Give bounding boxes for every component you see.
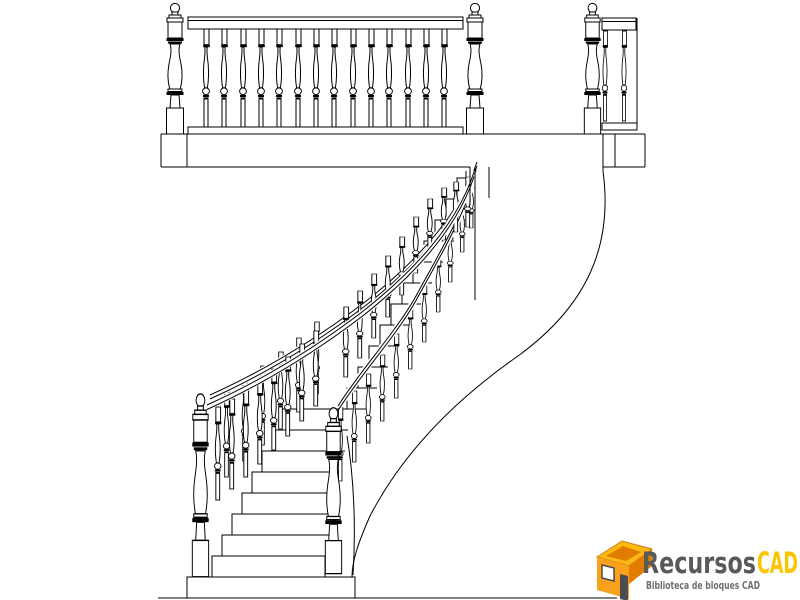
logo-brand-primary: Recursos (642, 546, 756, 580)
spiral-front-handrail (207, 172, 474, 410)
side-shoe-rail (601, 122, 638, 131)
inner-stringer-sweep (346, 435, 355, 576)
base-plinth (186, 576, 356, 599)
side-newel (583, 2, 602, 135)
top-balusters (202, 28, 449, 128)
top-railing (166, 2, 484, 135)
top-shoe-rail (187, 126, 464, 135)
side-railing (583, 2, 638, 135)
cube-slab (620, 574, 628, 600)
logo-wordmark: RecursosCAD (642, 546, 798, 580)
bottom-newel-posts (191, 393, 343, 578)
top-right-newel (466, 2, 484, 135)
cube-window (601, 564, 615, 582)
spiral-front-balusters (214, 176, 472, 501)
spiral-steps (158, 171, 617, 599)
bottom-step (211, 555, 326, 578)
bottom-left-newel (191, 393, 210, 578)
logo-brand-secondary: CAD (757, 546, 798, 580)
bottom-mid-newel (324, 407, 343, 575)
outer-stringer-sweep (351, 170, 606, 578)
top-left-newel (166, 2, 184, 135)
cube-opening (606, 546, 641, 561)
outer-stringer (346, 170, 606, 578)
side-handrail (601, 17, 637, 31)
cube-right-face (629, 549, 652, 584)
logo: RecursosCAD Biblioteca de bloques CAD (595, 540, 798, 600)
logo-cube-icon (595, 540, 654, 600)
top-handrail (187, 16, 464, 30)
logo-tagline: Biblioteca de bloques CAD (646, 580, 760, 592)
